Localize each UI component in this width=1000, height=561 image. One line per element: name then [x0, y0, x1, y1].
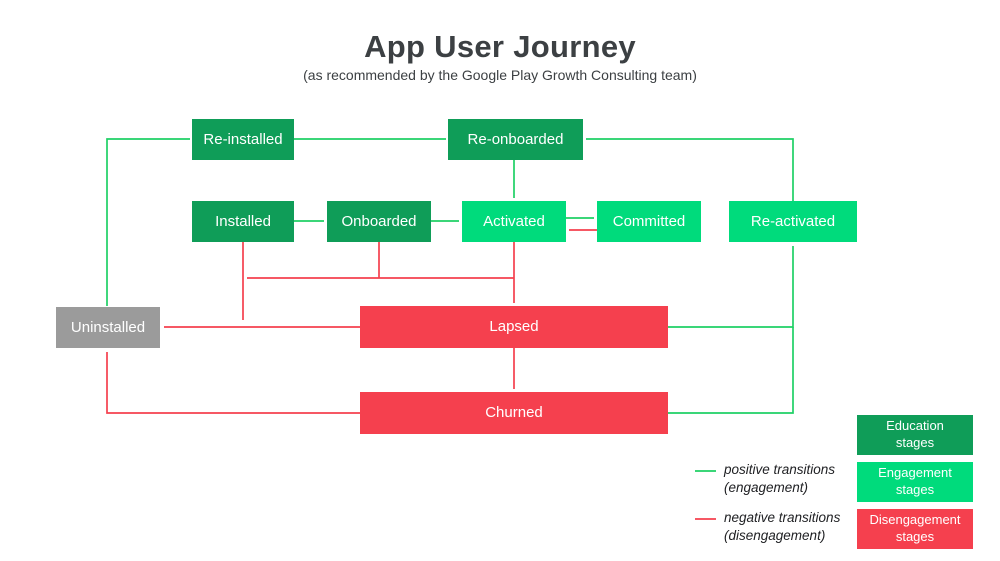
node-onboarded: Onboarded — [327, 201, 431, 242]
edge-reactivated-to-reonboarded — [586, 138, 794, 201]
legend-disengagement-stages: Disengagement stages — [857, 509, 973, 549]
node-re-activated: Re-activated — [729, 201, 857, 242]
legend-positive-transitions: positive transitions (engagement) — [724, 462, 836, 495]
node-re-onboarded: Re-onboarded — [448, 119, 583, 160]
page-title: App User Journey — [364, 29, 636, 64]
legend-education-stages: Education stages — [857, 415, 973, 455]
node-churned: Churned — [360, 392, 668, 434]
node-lapsed: Lapsed — [360, 306, 668, 348]
edge-churned-to-reactivated — [668, 327, 794, 414]
edge-uninstalled-to-reinstalled — [106, 138, 190, 306]
legend-engagement-stages: Engagement stages — [857, 462, 973, 502]
node-re-installed: Re-installed — [192, 119, 294, 160]
node-activated: Activated — [462, 201, 566, 242]
node-uninstalled: Uninstalled — [56, 307, 160, 348]
page-subtitle: (as recommended by the Google Play Growt… — [303, 67, 697, 83]
node-committed: Committed — [597, 201, 701, 242]
legend-negative-transitions: negative transitions (disengagement) — [724, 510, 841, 543]
edge-churned-to-uninstalled — [106, 352, 360, 414]
node-installed: Installed — [192, 201, 294, 242]
edge-lapsed-to-reactivated — [668, 246, 794, 328]
